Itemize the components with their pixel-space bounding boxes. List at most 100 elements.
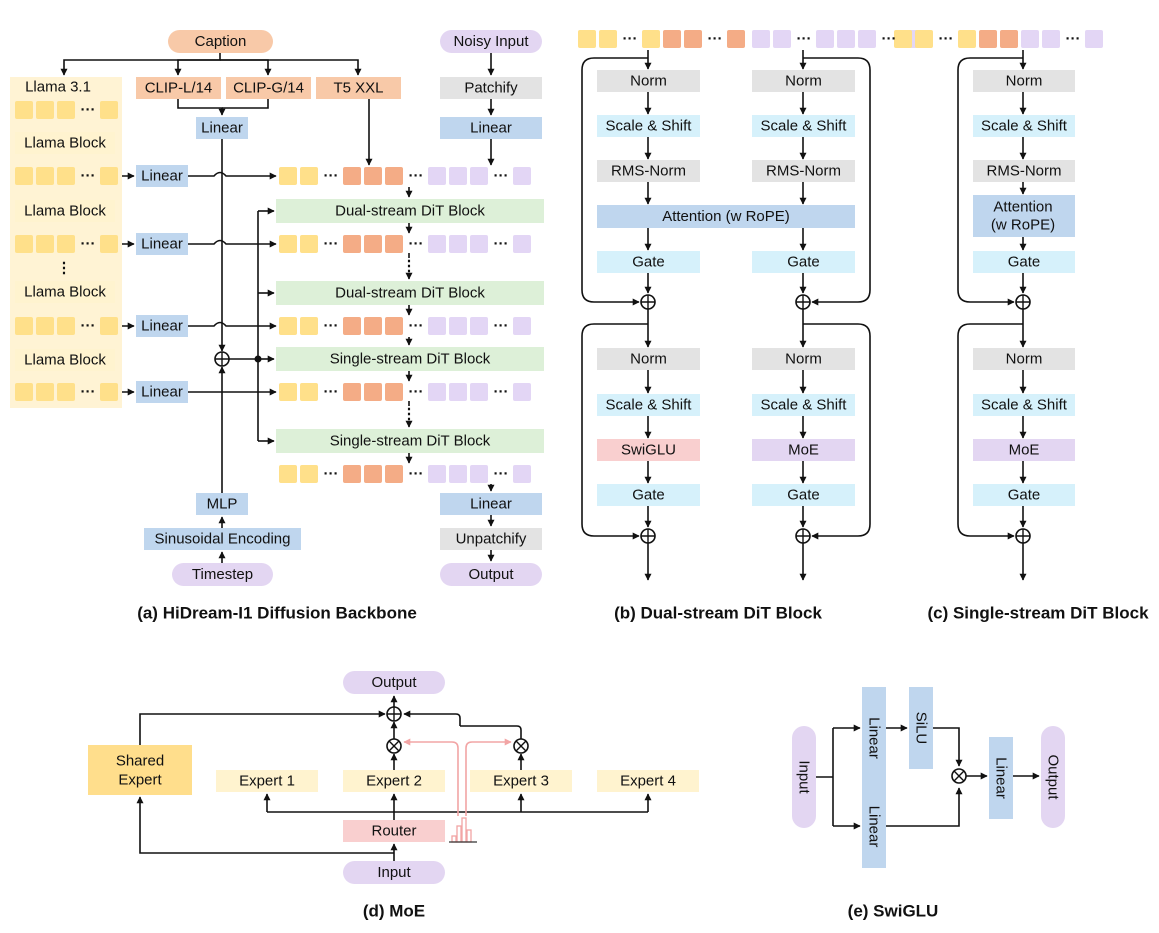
d-shared-label-1: Shared (116, 753, 164, 770)
e-mul-sign (953, 770, 965, 782)
caption-to-clipg (220, 59, 272, 76)
out-linear-box-label: Linear (470, 496, 512, 513)
patchify-box (440, 77, 542, 99)
stream-row-4-dots: ··· (494, 466, 509, 483)
b-col1-gate2-label: Gate (787, 487, 820, 504)
c-tokens-dots: ··· (939, 31, 954, 48)
clip-l-box-label: CLIP-L/14 (145, 80, 213, 97)
b-col1-scale2 (752, 394, 855, 416)
e-linear-to-mul (886, 787, 963, 827)
llama-row-4-dots: ··· (81, 384, 96, 401)
stream-row-0-token (449, 167, 467, 185)
llama-row-0-token (57, 101, 75, 119)
llama-linear-2-label: Linear (141, 318, 183, 335)
b-col0-rms (597, 160, 700, 182)
c-col-gate2 (973, 484, 1075, 506)
mlp-box (196, 493, 248, 515)
llama-linear-0-label: Linear (141, 168, 183, 185)
b-text-tokens-token (663, 30, 681, 48)
c-col-norm2-label: Norm (1006, 351, 1043, 368)
llama-linear-out-3 (188, 321, 277, 330)
caption-a: (a) HiDream-I1 Diffusion Backbone (137, 604, 417, 623)
d-expert-2 (343, 770, 445, 792)
cond-sum-sign (215, 352, 229, 366)
d-hist-bar-2 (461, 817, 467, 843)
e-linear-out-label: Linear (993, 757, 1010, 799)
llama-row-3-token (15, 317, 33, 335)
b-moe-label: MoE (788, 442, 819, 459)
c-col-scale2-label: Scale & Shift (981, 397, 1068, 414)
linear-patch-box (440, 117, 542, 139)
llama-row-1-token (57, 167, 75, 185)
d-input-box-label: Input (377, 864, 411, 881)
stream-row-1-token (364, 235, 382, 253)
stream-row-0-dots: ··· (324, 168, 339, 185)
dual-block-1 (276, 199, 544, 223)
c-col-gate1-label: Gate (1008, 254, 1041, 271)
b-text-tokens-token (642, 30, 660, 48)
flow-vdots-2: ⋮ (402, 406, 417, 423)
stream-row-2-dots: ··· (494, 318, 509, 335)
c-tokens-token (894, 30, 912, 48)
b-col0-rms-label: RMS-Norm (611, 163, 686, 180)
d-output-box-label: Output (371, 674, 417, 691)
b-col0-gate2 (597, 484, 700, 506)
caption-to-llama (60, 59, 220, 76)
stream-row-3-dots: ··· (494, 384, 509, 401)
stream-row-4-dots: ··· (409, 466, 424, 483)
stream-row-0-token (364, 167, 382, 185)
llama-row-2-token (36, 235, 54, 253)
llama-block-4-label: Llama Block (24, 352, 106, 369)
caption-b: (b) Dual-stream DiT Block (614, 604, 822, 623)
linear-clip-box-label: Linear (201, 120, 243, 137)
d-add-sign (387, 707, 401, 721)
stream-row-0-token (513, 167, 531, 185)
b-col1-rms (752, 160, 855, 182)
b-img-tokens-token (816, 30, 834, 48)
b-attention-label: Attention (w RoPE) (662, 208, 790, 225)
c-col-scale1 (973, 115, 1075, 137)
b-swiglu-label: SwiGLU (621, 442, 676, 459)
c-tokens-token (1042, 30, 1060, 48)
stream-row-2-dots: ··· (324, 318, 339, 335)
c-attention-label-1: Attention (993, 199, 1052, 216)
llama-block-3-label: Llama Block (24, 284, 106, 301)
b-img-tokens-token (858, 30, 876, 48)
b-col1-add2-sign (796, 529, 810, 543)
stream-row-3-token (513, 383, 531, 401)
llama-row-2-token (100, 235, 118, 253)
clipl-to-linear (177, 99, 226, 116)
e-linear-bottom-label: Linear (866, 806, 883, 848)
caption-to-clipl (174, 53, 221, 76)
llama-row-0-token (15, 101, 33, 119)
e-silu-to-mul (933, 727, 963, 767)
d-hist-bar-3 (466, 829, 472, 843)
b-text-tokens-token (684, 30, 702, 48)
c-col-rms (973, 160, 1075, 182)
stream-row-2-token (300, 317, 318, 335)
unpatchify-box (440, 528, 542, 550)
b-img-tokens-token (837, 30, 855, 48)
d-expert-3 (470, 770, 572, 792)
b-skip2-right (803, 323, 871, 540)
flow-vdots-1: ⋮ (402, 258, 417, 275)
stream-row-4-token (513, 465, 531, 483)
b-col1-scale2-label: Scale & Shift (761, 397, 848, 414)
b-col1-rms-label: RMS-Norm (766, 163, 841, 180)
b-col0-norm1-label: Norm (630, 73, 667, 90)
llama-block-2 (15, 200, 115, 222)
c-col-moe-label: MoE (1009, 442, 1040, 459)
caption-to-t5 (220, 59, 362, 76)
sinusoidal-box (144, 528, 301, 550)
llama-row-2-dots: ··· (81, 236, 96, 253)
b-img-tokens-token (773, 30, 791, 48)
stream-row-1-token (343, 235, 361, 253)
b-col1-add1-sign (796, 295, 810, 309)
stream-row-2-token (513, 317, 531, 335)
stream-row-0-dots: ··· (494, 168, 509, 185)
llama-row-4-token (100, 383, 118, 401)
caption-box-label: Caption (195, 33, 247, 50)
d-mul3-up (460, 725, 522, 739)
stream-row-3-dots: ··· (409, 384, 424, 401)
